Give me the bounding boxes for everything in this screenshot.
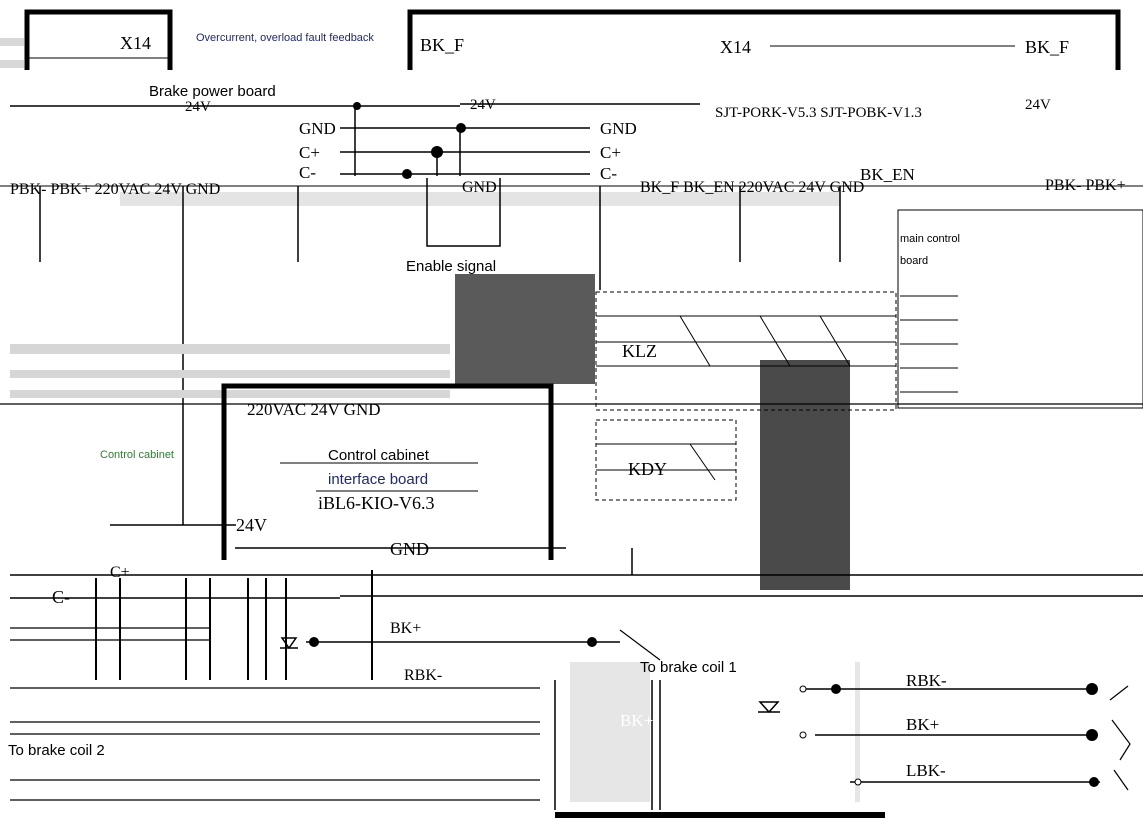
terminal-strip — [120, 192, 840, 206]
cabinet-green-label: Control cabinet — [100, 449, 174, 461]
coil1-rbk-label: RBK- — [906, 671, 947, 690]
vertical-feeders — [39, 186, 841, 525]
cabinet-terminals-label: 220VAC 24V GND — [247, 400, 381, 419]
c-minus-left-label: C- — [299, 163, 316, 182]
relay-klz-label: KLZ — [622, 341, 657, 361]
dark-panel — [455, 274, 595, 384]
coil1-bk-ghost: BK+ — [620, 711, 654, 730]
cabinet-model-label: iBL6-KIO-V6.3 — [318, 493, 435, 513]
relay-kdy-block — [595, 419, 737, 501]
cabinet-gnd-label: GND — [390, 539, 429, 559]
x14-left-label: X14 — [120, 33, 151, 53]
coil-white-box — [650, 662, 855, 802]
terminal-row-right: BK_F BK_EN 220VAC 24V GND — [640, 179, 865, 196]
terminal-row-left: PBK- PBK+ 220VAC 24V GND — [10, 181, 221, 198]
terminal-row-far-right: PBK- PBK+ — [1045, 177, 1126, 194]
cabinet-24v-label: 24V — [236, 515, 267, 535]
coil1-lbk-ghost: LBK- — [766, 761, 801, 777]
cabinet-rbk-label: RBK- — [404, 667, 443, 684]
main-control-line1: main control — [900, 233, 960, 245]
left-stripe-group — [10, 627, 540, 801]
bk-f-right-label: BK_F — [1025, 37, 1070, 57]
cabinet-title-line1: Control cabinet — [328, 447, 429, 464]
v24-left-label: 24V — [185, 99, 211, 115]
lower-bus — [10, 524, 1143, 599]
relay-kdy-label: KDY — [628, 459, 667, 479]
board-id-label: SJT-PORK-V5.3 SJT-POBK-V1.3 — [715, 105, 922, 121]
gnd-right-label: GND — [600, 119, 637, 138]
enable-box — [426, 178, 501, 247]
coil1-bk-plus-label: BK+ — [906, 715, 940, 734]
cabinet-title-line2: interface board — [328, 471, 429, 488]
x14-right-label: X14 — [720, 37, 751, 57]
c-plus-left-label: C+ — [299, 143, 320, 162]
gray-bar — [0, 38, 24, 46]
coil-nodes — [831, 683, 1099, 787]
c-plus-right-label: C+ — [600, 143, 621, 162]
main-control-board-frame — [897, 209, 1143, 409]
coil1-title: To brake coil 1 — [640, 659, 737, 676]
v24-right-label: 24V — [1025, 97, 1051, 113]
dark-column — [760, 360, 850, 590]
enable-signal-label: Enable signal — [406, 258, 497, 275]
frame-top-left — [24, 9, 173, 70]
main-control-line2: board — [900, 255, 929, 267]
junction-dots — [353, 102, 466, 179]
bk-f-left-label: BK_F — [420, 35, 465, 55]
relay-stripes — [900, 295, 958, 393]
diode-coil — [758, 701, 780, 714]
diode-left — [280, 637, 298, 650]
bus-lines — [10, 103, 700, 178]
cabinet-bk-plus-label: BK+ — [390, 620, 422, 637]
left-gray-bands — [10, 344, 450, 398]
frame-top-right — [407, 9, 1121, 70]
brake-power-board-title: Brake power board — [149, 83, 276, 100]
v24-mid-label: 24V — [470, 97, 496, 113]
fault-feedback-label: Overcurrent, overload fault feedback — [196, 32, 374, 44]
relay-klz-block — [595, 291, 897, 411]
coil1-lbk-label: LBK- — [906, 761, 946, 780]
c-minus-right-label: C- — [600, 164, 617, 183]
bk-en-label: BK_EN — [860, 165, 915, 184]
coil-wires — [805, 688, 1100, 783]
terminal-row-mid: GND — [462, 179, 497, 196]
cabinet-c-minus-label: C- — [52, 587, 70, 607]
cabinet-c-plus-label: C+ — [110, 564, 130, 581]
coil2-title: To brake coil 2 — [8, 742, 105, 759]
control-cabinet-frame — [221, 383, 554, 560]
gnd-left-label: GND — [299, 119, 336, 138]
